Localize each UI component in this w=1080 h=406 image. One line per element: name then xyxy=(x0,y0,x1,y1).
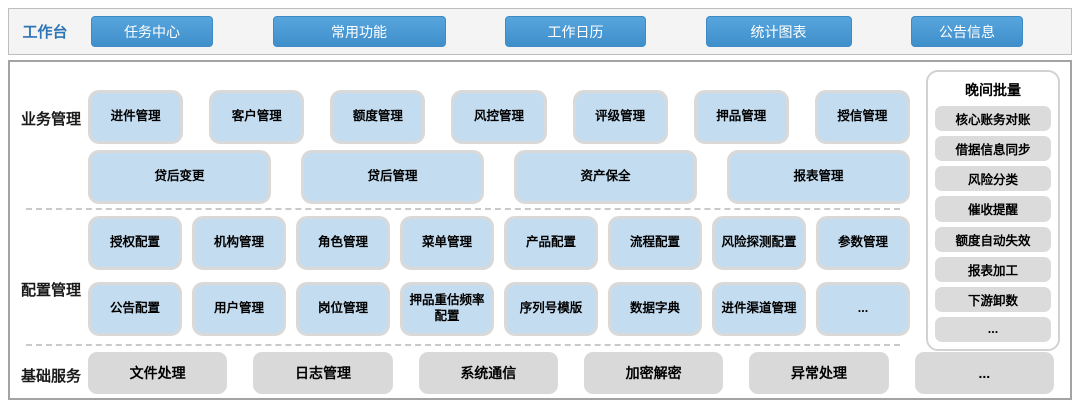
night-batch-item[interactable]: 报表加工 xyxy=(935,256,1051,282)
night-batch-item[interactable]: ... xyxy=(935,316,1051,342)
business-module-button[interactable]: 进件管理 xyxy=(88,90,184,144)
topbar: 工作台 任务中心 常用功能 工作日历 统计图表 公告信息 xyxy=(8,8,1072,55)
config-module-button[interactable]: 产品配置 xyxy=(504,216,598,270)
config-module-button[interactable]: 授权配置 xyxy=(88,216,182,270)
section-divider xyxy=(26,208,900,210)
base-service-button[interactable]: 系统通信 xyxy=(418,352,558,394)
night-batch-item[interactable]: 催收提醒 xyxy=(935,196,1051,222)
topbar-button-group: 任务中心 常用功能 工作日历 统计图表 公告信息 xyxy=(81,16,1071,47)
base-service-button[interactable]: 日志管理 xyxy=(253,352,393,394)
section-label-business: 业务管理 xyxy=(20,111,81,128)
night-batch-item[interactable]: 下游卸数 xyxy=(935,286,1051,312)
config-module-button[interactable]: 押品重估频率配置 xyxy=(400,282,494,336)
config-module-button[interactable]: 角色管理 xyxy=(296,216,390,270)
config-row-2: 公告配置用户管理岗位管理押品重估频率配置序列号模版数据字典进件渠道管理... xyxy=(88,282,910,336)
config-module-button[interactable]: ... xyxy=(816,282,910,336)
config-module-button[interactable]: 流程配置 xyxy=(608,216,702,270)
night-batch-item[interactable]: 借据信息同步 xyxy=(935,136,1051,162)
night-batch-list: 核心账务对账借据信息同步风险分类催收提醒额度自动失效报表加工下游卸数... xyxy=(935,106,1051,342)
business-module-button[interactable]: 客户管理 xyxy=(209,90,305,144)
business-module-button[interactable]: 授信管理 xyxy=(814,90,910,144)
section-label-base: 基础服务 xyxy=(20,368,81,385)
base-service-button[interactable]: 异常处理 xyxy=(749,352,889,394)
business-module-button[interactable]: 风控管理 xyxy=(451,90,547,144)
config-module-button[interactable]: 用户管理 xyxy=(192,282,286,336)
config-module-button[interactable]: 数据字典 xyxy=(608,282,702,336)
business-module-button[interactable]: 额度管理 xyxy=(330,90,426,144)
business-module-button[interactable]: 报表管理 xyxy=(727,150,910,204)
main-panel: 业务管理 配置管理 基础服务 进件管理客户管理额度管理风控管理评级管理押品管理授… xyxy=(8,60,1072,400)
topbar-button[interactable]: 统计图表 xyxy=(705,16,852,47)
night-batch-title: 晚间批量 xyxy=(965,82,1021,98)
business-module-button[interactable]: 资产保全 xyxy=(514,150,697,204)
topbar-button[interactable]: 常用功能 xyxy=(272,16,446,47)
section-label-config: 配置管理 xyxy=(20,282,81,299)
config-module-button[interactable]: 岗位管理 xyxy=(296,282,390,336)
base-service-button[interactable]: 文件处理 xyxy=(88,352,228,394)
config-module-button[interactable]: 参数管理 xyxy=(816,216,910,270)
night-batch-item[interactable]: 风险分类 xyxy=(935,166,1051,192)
base-service-button[interactable]: 加密解密 xyxy=(583,352,724,394)
config-module-button[interactable]: 序列号模版 xyxy=(504,282,598,336)
topbar-button[interactable]: 任务中心 xyxy=(91,16,213,47)
workbench-label: 工作台 xyxy=(22,24,68,41)
night-batch-panel: 晚间批量 核心账务对账借据信息同步风险分类催收提醒额度自动失效报表加工下游卸数.… xyxy=(926,70,1060,351)
business-module-button[interactable]: 押品管理 xyxy=(693,90,789,144)
night-batch-item[interactable]: 核心账务对账 xyxy=(935,106,1051,132)
config-row-1: 授权配置机构管理角色管理菜单管理产品配置流程配置风险探测配置参数管理 xyxy=(88,216,910,270)
config-module-button[interactable]: 风险探测配置 xyxy=(712,216,806,270)
business-module-button[interactable]: 贷后管理 xyxy=(301,150,484,204)
section-divider xyxy=(26,344,900,346)
config-module-button[interactable]: 进件渠道管理 xyxy=(712,282,806,336)
config-module-button[interactable]: 机构管理 xyxy=(192,216,286,270)
topbar-button[interactable]: 公告信息 xyxy=(911,16,1023,47)
business-row-2: 贷后变更贷后管理资产保全报表管理 xyxy=(88,150,910,204)
business-module-button[interactable]: 评级管理 xyxy=(572,90,668,144)
night-batch-item[interactable]: 额度自动失效 xyxy=(935,226,1051,252)
business-module-button[interactable]: 贷后变更 xyxy=(88,150,271,204)
base-service-button[interactable]: ... xyxy=(914,352,1054,394)
topbar-button[interactable]: 工作日历 xyxy=(505,16,646,47)
business-row-1: 进件管理客户管理额度管理风控管理评级管理押品管理授信管理 xyxy=(88,90,910,144)
config-module-button[interactable]: 菜单管理 xyxy=(400,216,494,270)
base-service-row: 文件处理日志管理系统通信加密解密异常处理... xyxy=(88,352,1054,394)
config-module-button[interactable]: 公告配置 xyxy=(88,282,182,336)
